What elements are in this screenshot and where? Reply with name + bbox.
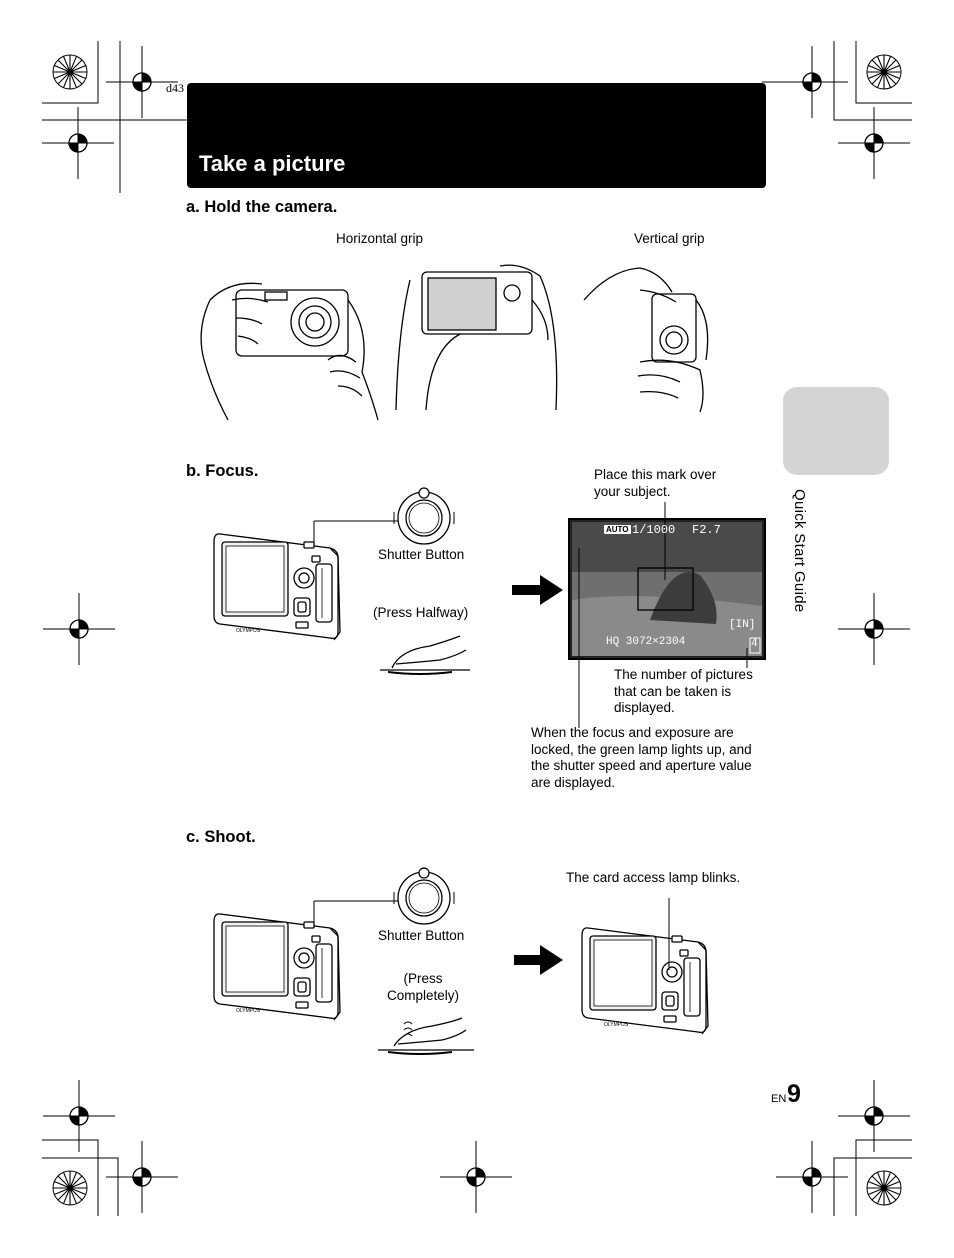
shutter-button-detail-shoot (393, 867, 455, 925)
camera-focus-illustration (213, 533, 341, 641)
document-code: d43 (166, 81, 184, 95)
back-grip-illustration (395, 264, 558, 411)
lock-note: When the focus and exposure are locked, … (531, 725, 752, 791)
horizontal-grip-illustration (200, 282, 379, 421)
camera-shoot-illustration (213, 913, 341, 1021)
lock-note-line-4: are displayed. (531, 774, 616, 790)
count-note: The number of pictures that can be taken… (614, 667, 753, 717)
page-title: Take a picture (199, 151, 346, 176)
press-completely-line-1: (Press (403, 971, 443, 986)
camera-lamp-illustration (581, 927, 709, 1035)
lcd-aperture: F2.7 (692, 523, 721, 537)
shutter-button-detail-focus (393, 487, 455, 545)
lcd-screen (568, 518, 766, 660)
lamp-note: The card access lamp blinks. (566, 870, 741, 885)
vertical-grip-illustration (583, 267, 709, 413)
mark-note: Place this mark over your subject. (594, 467, 716, 500)
horizontal-grip-label: Horizontal grip (336, 231, 424, 246)
press-completely-line-2: Completely) (386, 987, 460, 1003)
lcd-shutter-speed: 1/1000 (632, 523, 676, 537)
shutter-button-label-c: Shutter Button (378, 928, 465, 943)
vertical-grip-label: Vertical grip (634, 231, 705, 246)
lcd-resolution: HQ 3072×2304 (606, 636, 686, 648)
arrow-to-screen-b (512, 575, 563, 605)
mark-note-line-2: your subject. (594, 483, 671, 499)
lock-note-line-3: the shutter speed and aperture value (531, 758, 752, 773)
lock-note-line-1: When the focus and exposure are (531, 725, 734, 740)
finger-press-completely (378, 1017, 474, 1055)
page-number: 9 (787, 1080, 801, 1108)
section-b-heading: b. Focus. (186, 462, 259, 480)
shutter-button-label-b: Shutter Button (378, 547, 465, 562)
lcd-mode-icon: AUTO (604, 525, 631, 534)
language-code: EN (771, 1093, 787, 1105)
count-note-line-1: The number of pictures (614, 667, 753, 682)
lock-note-line-2: locked, the green lamp lights up, and (531, 741, 752, 757)
side-tab-label: Quick Start Guide (791, 489, 808, 613)
lcd-shot-count: 4 (751, 638, 758, 650)
section-c-heading: c. Shoot. (186, 828, 256, 846)
finger-press-halfway (380, 635, 470, 675)
mark-note-line-1: Place this mark over (594, 467, 717, 482)
press-halfway-label: (Press Halfway) (373, 605, 469, 620)
count-note-line-3: displayed. (614, 700, 675, 715)
arrow-to-camera-c (514, 945, 563, 975)
count-note-line-2: that can be taken is (614, 683, 732, 699)
lcd-memory: [IN] (729, 619, 756, 631)
section-a-heading: a. Hold the camera. (186, 198, 338, 216)
header-bar (187, 83, 766, 188)
press-completely-label: (Press Completely) (378, 971, 468, 1004)
side-tab (783, 387, 889, 475)
